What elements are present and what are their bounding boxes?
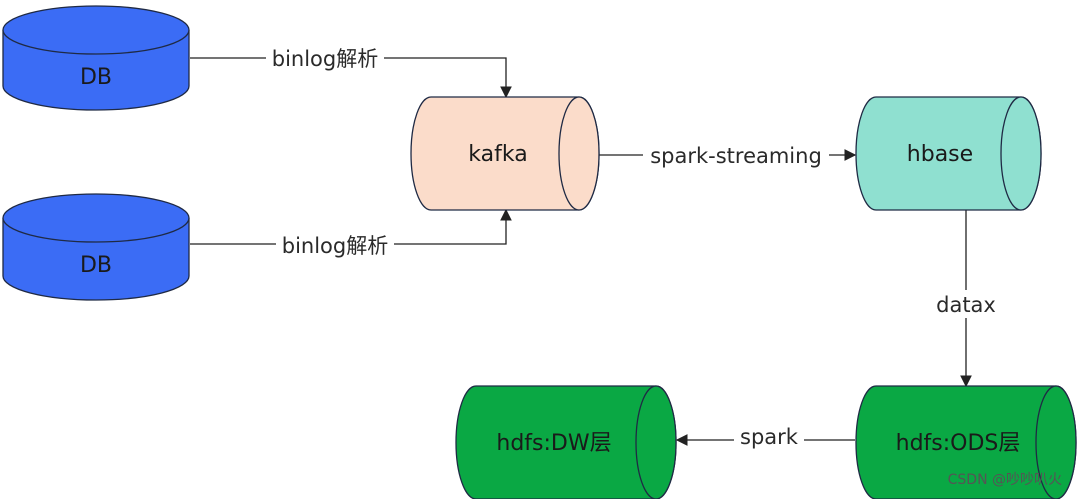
hbase-node-cap xyxy=(1000,96,1042,211)
edge-kafka-to-hbase-label: spark-streaming xyxy=(650,144,822,168)
edge-db2-to-kafka-label-bg xyxy=(276,231,394,259)
hdfs-dw-node: hdfs:DW层 xyxy=(455,385,677,499)
edge-ods-to-dw: spark xyxy=(675,424,855,450)
edge-kafka-to-hbase: spark-streaming xyxy=(599,141,857,169)
kafka-node-label: kafka xyxy=(468,142,527,167)
db-node-1: DB xyxy=(2,5,190,111)
hdfs-ods-node-cap xyxy=(1035,385,1077,499)
edge-ods-to-dw-label: spark xyxy=(740,425,799,449)
csdn-watermark: CSDN @吵吵叭火 xyxy=(947,472,1062,488)
hdfs-dw-node-cap xyxy=(635,385,677,499)
edge-kafka-to-hbase-label-bg xyxy=(643,141,829,169)
kafka-node-cap xyxy=(558,96,600,211)
hdfs-ods-node-label: hdfs:ODS层 xyxy=(896,431,1021,456)
edge-hbase-to-ods: datax xyxy=(930,210,1002,388)
edge-db1-to-kafka-label-bg xyxy=(266,44,384,72)
edge-hbase-to-ods-label-bg xyxy=(930,290,1002,318)
db-node-2: DB xyxy=(2,193,190,301)
edge-hbase-to-ods-label: datax xyxy=(936,293,996,317)
hbase-node-label: hbase xyxy=(907,142,973,167)
edge-db2-to-kafka: binlog解析 xyxy=(190,208,512,259)
kafka-node: kafka xyxy=(410,96,600,211)
hdfs-ods-node: hdfs:ODS层 xyxy=(855,385,1077,499)
edge-db1-to-kafka: binlog解析 xyxy=(190,44,512,99)
edge-db2-to-kafka-label: binlog解析 xyxy=(282,234,389,258)
db-node-1-top xyxy=(2,5,190,55)
db-node-2-top xyxy=(2,193,190,243)
hbase-node: hbase xyxy=(855,96,1042,211)
edge-ods-to-dw-label-bg xyxy=(734,424,804,450)
db-node-2-label: DB xyxy=(80,253,112,278)
hdfs-dw-node-label: hdfs:DW层 xyxy=(496,431,611,456)
edge-db1-to-kafka-label: binlog解析 xyxy=(272,47,379,71)
db-node-1-label: DB xyxy=(80,65,112,90)
